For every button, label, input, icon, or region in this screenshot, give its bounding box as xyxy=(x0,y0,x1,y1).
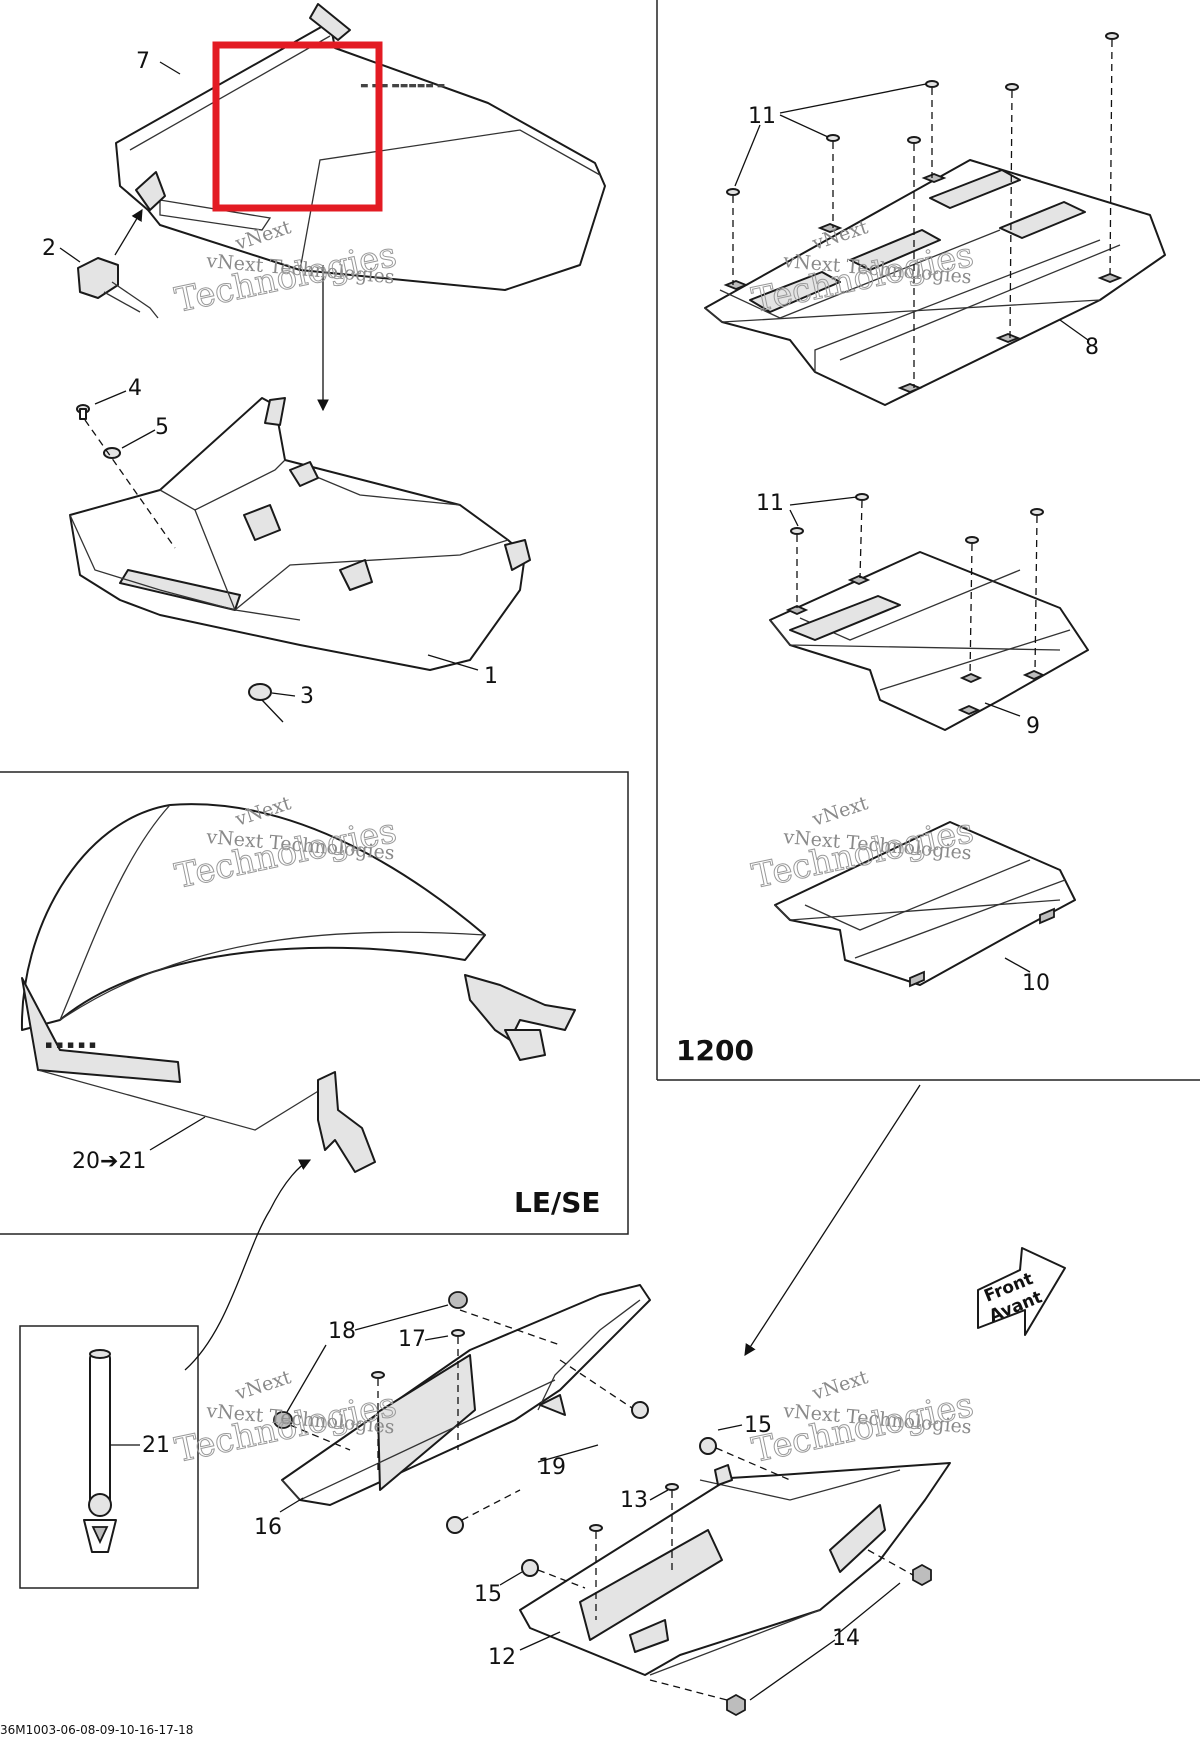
screws-part-11-top xyxy=(726,32,1119,196)
arrow-1200-to-bellypan xyxy=(744,1084,921,1356)
callout-19: 19 xyxy=(538,1455,566,1480)
screw-part-4 xyxy=(76,404,90,420)
svg-text:▪ ▪ ▪ ▪ ▪: ▪ ▪ ▪ ▪ ▪ xyxy=(45,1038,96,1051)
callout-8: 8 xyxy=(1085,335,1099,360)
callout-11-mid: 11 xyxy=(756,491,784,516)
callout-17: 17 xyxy=(398,1327,426,1352)
svg-text:vNext: vNext xyxy=(809,1366,871,1405)
highlight-box xyxy=(212,41,383,212)
screw-part-13-b xyxy=(665,1483,679,1491)
skid-plate-part-10 xyxy=(774,821,1076,988)
strap-part-21 xyxy=(83,1349,117,1553)
callout-4: 4 xyxy=(128,376,142,401)
skid-plate-part-9 xyxy=(769,551,1089,731)
arrow-2-to-windshield xyxy=(114,208,143,256)
bolt-part-15-a xyxy=(699,1437,717,1455)
svg-text:vNext: vNext xyxy=(809,792,871,831)
bolt-part-15-b xyxy=(521,1559,539,1577)
skid-plate-part-8 xyxy=(704,159,1166,406)
callout-20-21: 20➔21 xyxy=(72,1149,146,1174)
svg-text:Technologies: Technologies xyxy=(749,1385,977,1471)
callout-15-right: 15 xyxy=(744,1413,772,1438)
screw-part-13-a xyxy=(589,1524,603,1532)
screws-part-11-mid xyxy=(790,493,1044,544)
callout-21: 21 xyxy=(142,1433,170,1458)
callout-18: 18 xyxy=(328,1319,356,1344)
callout-3: 3 xyxy=(300,684,314,709)
callout-12: 12 xyxy=(488,1645,516,1670)
callout-13: 13 xyxy=(620,1488,648,1513)
skid-8-nuts xyxy=(723,173,1123,393)
windshield-part-7: ▬ ▬▬ ▬▬▬▬▬ ▬ xyxy=(115,3,606,291)
hood-part-1 xyxy=(69,397,531,671)
callout-2: 2 xyxy=(42,236,56,261)
screw-part-17-a xyxy=(451,1329,465,1337)
grommet-part-3 xyxy=(248,683,272,701)
screw-part-19-b xyxy=(446,1516,464,1534)
panel-le-se-frame xyxy=(0,771,629,1235)
callout-7: 7 xyxy=(136,49,150,74)
dash-4-5-to-hood xyxy=(84,419,176,549)
callout-15-left: 15 xyxy=(474,1582,502,1607)
callout-11-top: 11 xyxy=(748,104,776,129)
nut-part-14-b xyxy=(726,1693,746,1717)
svg-text:vNext: vNext xyxy=(232,1366,294,1405)
bracket-part-21-le xyxy=(317,1071,376,1173)
screw-part-17-b xyxy=(371,1371,385,1379)
callout-10: 10 xyxy=(1022,971,1050,996)
side-panel-part-12 xyxy=(519,1462,951,1676)
callout-9: 9 xyxy=(1026,714,1040,739)
label-variant-le-se: LE/SE xyxy=(514,1186,601,1219)
windshield-part-20: ▪ ▪ ▪ ▪ ▪ xyxy=(20,803,576,1131)
nut-part-18-b xyxy=(273,1411,293,1429)
skid-9-nuts xyxy=(785,575,1046,715)
clip-part-2 xyxy=(77,257,159,319)
side-panel-part-16 xyxy=(281,1284,651,1506)
svg-text:▬ ▬▬ ▬▬▬▬▬ ▬: ▬ ▬▬ ▬▬▬▬▬ ▬ xyxy=(360,81,445,91)
panel-strap-frame xyxy=(19,1325,199,1589)
arrow-strap-to-bracket xyxy=(184,1159,312,1371)
drawing-reference: 36M1003-06-08-09-10-16-17-18 xyxy=(0,1723,193,1737)
callout-5: 5 xyxy=(155,415,169,440)
callout-16: 16 xyxy=(254,1515,282,1540)
nut-part-18-a xyxy=(448,1291,468,1309)
nut-part-14-a xyxy=(912,1563,932,1587)
washer-part-5 xyxy=(103,447,121,459)
callout-14: 14 xyxy=(832,1626,860,1651)
callout-1: 1 xyxy=(484,664,498,689)
front-direction-arrow: Front Avant xyxy=(977,1247,1066,1336)
screw-part-19-a xyxy=(631,1401,649,1419)
label-engine-1200: 1200 xyxy=(676,1034,754,1067)
watermark-6: vNext vNext Technologies Technologies xyxy=(748,1366,977,1471)
